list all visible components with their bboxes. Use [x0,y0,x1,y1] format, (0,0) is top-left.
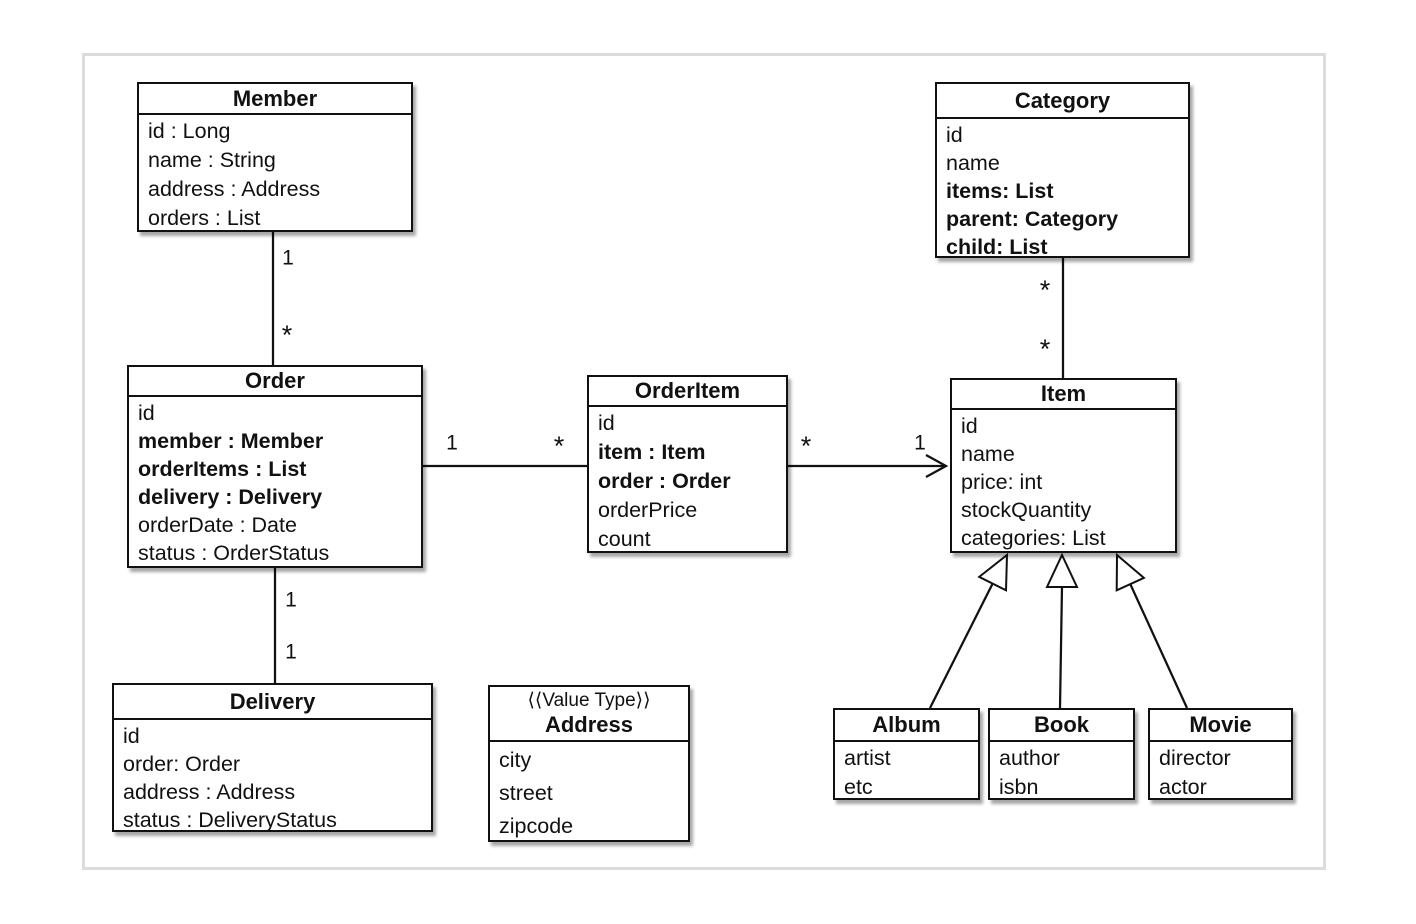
class-order-attributes: id member : Member orderItems : List del… [129,397,421,567]
attribute: zipcode [499,814,574,838]
class-album: Album artist etc [833,708,980,800]
attribute: id [598,411,615,435]
hollow-triangle-icon [1045,552,1079,588]
class-delivery-title: Delivery [114,685,431,720]
attribute: street [499,781,553,805]
attribute: director [1159,746,1231,770]
attribute: price: int [961,470,1043,494]
class-book-attributes: author isbn [990,742,1133,802]
stereotype-label: ⟨⟨Value Type⟩⟩ [527,689,651,711]
attribute: item : Item [598,440,706,464]
attribute: count [598,527,651,551]
class-order-title: Order [129,367,421,397]
attribute: city [499,748,532,772]
class-movie: Movie director actor [1148,708,1293,800]
attribute: id [961,414,978,438]
class-orderitem-attributes: id item : Item order : Order orderPrice … [589,407,786,554]
class-delivery-attributes: id order: Order address : Address status… [114,720,431,834]
generalization-book-item [1058,585,1064,709]
class-album-attributes: artist etc [835,742,978,802]
class-album-title: Album [835,710,978,742]
multiplicity-item-side: * [1039,334,1051,365]
attribute: status : DeliveryStatus [123,808,337,832]
class-category-attributes: id name items: List parent: Category chi… [937,119,1188,261]
class-orderitem: OrderItem id item : Item order : Order o… [587,375,788,553]
attribute: etc [844,775,873,799]
attribute: orderItems : List [138,457,307,481]
attribute: orderDate : Date [138,513,297,537]
class-member: Member id : Long name : String address :… [137,82,413,232]
class-address-header: ⟨⟨Value Type⟩⟩ Address [490,687,688,742]
multiplicity-orderitem-side: * [800,431,812,462]
hollow-triangle-icon [977,552,1009,592]
multiplicity-member-side: 1 [282,246,294,270]
attribute: categories: List [961,526,1106,550]
attribute: orderPrice [598,498,698,522]
class-address-attributes: city street zipcode [490,742,688,843]
class-address: ⟨⟨Value Type⟩⟩ Address city street zipco… [488,685,690,842]
class-item-attributes: id name price: int stockQuantity categor… [952,410,1175,552]
attribute: stockQuantity [961,498,1092,522]
multiplicity-orderitem-side: * [553,431,565,462]
attribute: name [961,442,1015,466]
class-member-attributes: id : Long name : String address : Addres… [139,115,411,233]
class-movie-title: Movie [1150,710,1291,742]
generalization-movie-item [1129,583,1189,709]
multiplicity-order-side: * [281,320,293,351]
attribute: author [999,746,1060,770]
class-item-title: Item [952,380,1175,410]
attribute: id : Long [148,119,231,143]
class-orderitem-title: OrderItem [589,377,786,407]
attribute: child: List [946,235,1048,259]
attribute: name [946,151,1000,175]
multiplicity-category-side: * [1039,275,1051,306]
attribute: order : Order [598,469,731,493]
attribute: id [123,724,140,748]
hollow-triangle-icon [1115,552,1146,592]
class-order: Order id member : Member orderItems : Li… [127,365,423,568]
attribute: name : String [148,148,276,172]
class-item: Item id name price: int stockQuantity ca… [950,378,1177,553]
multiplicity-order-side: 1 [285,588,297,612]
attribute: delivery : Delivery [138,485,323,509]
multiplicity-delivery-side: 1 [285,640,297,664]
class-address-title: Address [544,711,634,737]
attribute: member : Member [138,429,324,453]
class-book: Book author isbn [988,708,1135,800]
attribute: id [946,123,963,147]
class-movie-attributes: director actor [1150,742,1291,802]
attribute: orders : List [148,206,261,230]
attribute: address : Address [123,780,296,804]
class-category-title: Category [937,84,1188,119]
attribute: address : Address [148,177,321,201]
open-arrowhead-icon [925,454,949,478]
multiplicity-order-side: 1 [446,431,458,455]
attribute: id [138,401,155,425]
class-delivery: Delivery id order: Order address : Addre… [112,683,433,832]
generalization-album-item [928,583,994,709]
attribute: parent: Category [946,207,1119,231]
class-category: Category id name items: List parent: Cat… [935,82,1190,261]
attribute: items: List [946,179,1054,203]
attribute: order: Order [123,752,241,776]
class-book-title: Book [990,710,1133,742]
attribute: status : OrderStatus [138,541,330,565]
class-member-title: Member [139,84,411,115]
attribute: artist [844,746,891,770]
attribute: actor [1159,775,1207,799]
multiplicity-item-side: 1 [914,431,926,455]
attribute: isbn [999,775,1039,799]
